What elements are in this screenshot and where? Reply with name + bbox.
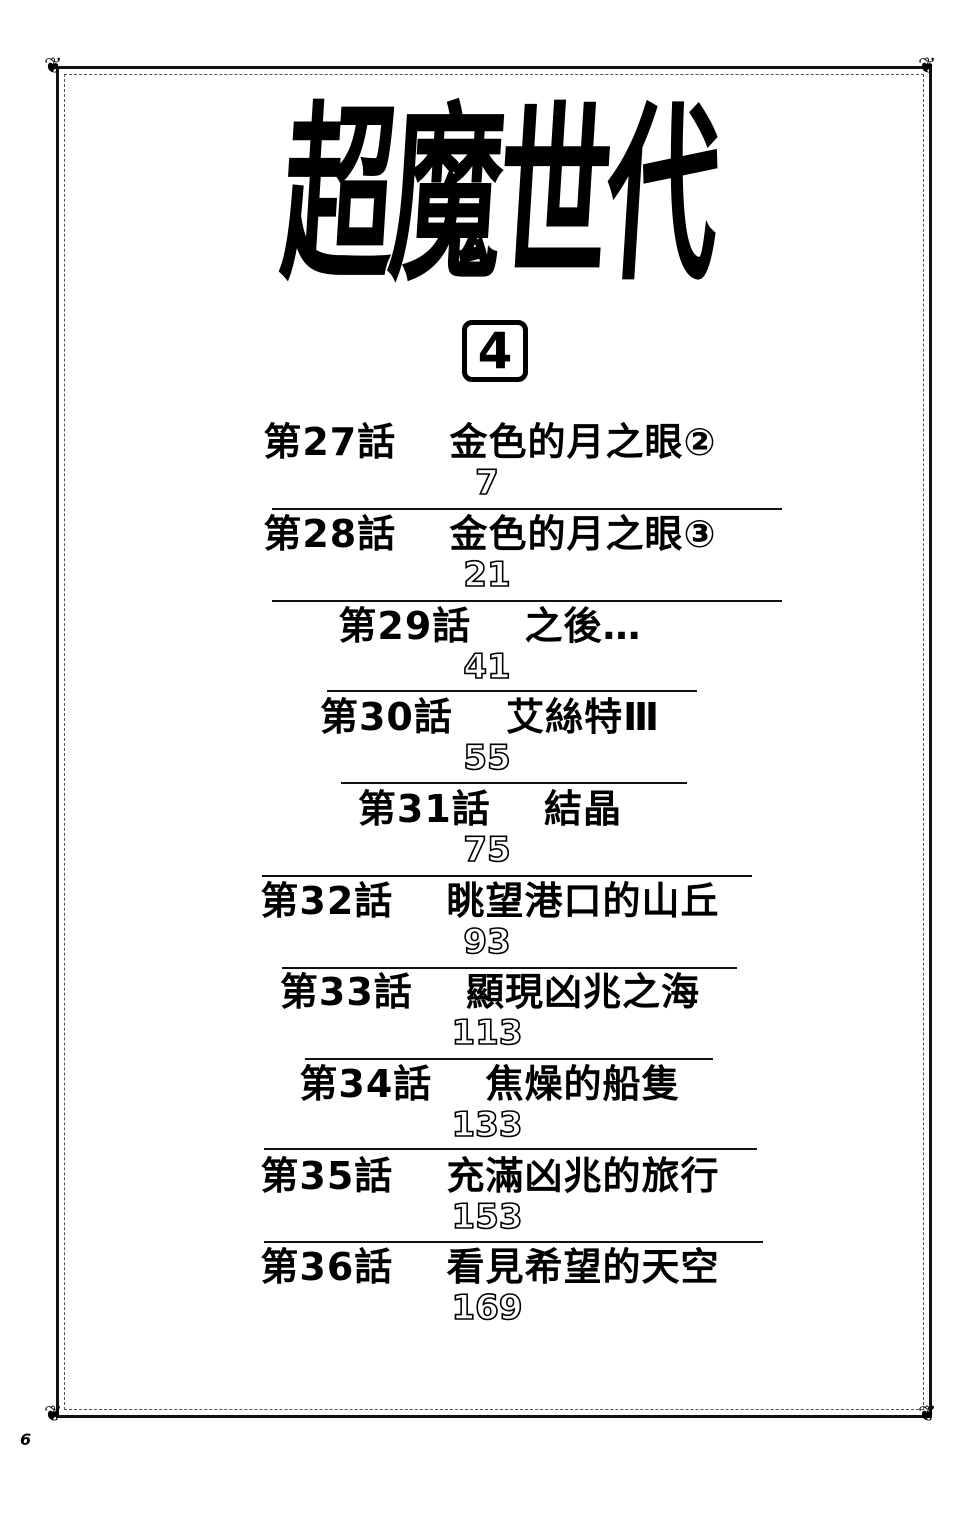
page-number: 41	[463, 647, 512, 687]
chapter-heading: 第27話 金色的月之眼②	[0, 420, 980, 464]
chapter-title: 焦燥的船隻	[485, 1062, 681, 1106]
chapter-heading: 第34話 焦燥的船隻	[0, 1062, 980, 1106]
page-number: 93	[463, 922, 512, 962]
divider	[282, 967, 737, 969]
chapter-number: 第34話	[299, 1062, 433, 1106]
page-number: 55	[463, 738, 512, 778]
chapter-heading: 第33話 顯現凶兆之海	[0, 970, 980, 1014]
chapter-title: 顯現凶兆之海	[466, 970, 701, 1014]
chapter-title: 艾絲特Ⅲ	[506, 695, 661, 739]
chapter-number: 第29話	[338, 604, 472, 648]
chapter-title: 眺望港口的山丘	[446, 879, 720, 923]
page-number: 75	[463, 830, 512, 870]
chapter-title: 結晶	[544, 787, 623, 831]
volume-number: 4	[462, 320, 528, 382]
chapter-title: 金色的月之眼③	[449, 512, 717, 556]
chapter-title: 看見希望的天空	[446, 1245, 720, 1289]
chapter-number: 第35話	[260, 1154, 394, 1198]
chapter-heading: 第28話 金色的月之眼③	[0, 512, 980, 556]
page-number: 113	[451, 1013, 524, 1053]
divider	[272, 508, 782, 510]
corner-ornament-icon: ❦	[44, 1402, 63, 1427]
chapter-heading: 第31話 結晶	[0, 787, 980, 831]
chapter-number: 第27話	[263, 420, 397, 464]
page-number: 21	[463, 555, 512, 595]
corner-ornament-icon: ❦	[918, 1402, 937, 1427]
chapter-number: 第33話	[279, 970, 413, 1014]
divider	[264, 1241, 763, 1243]
page-number: 7	[474, 463, 499, 503]
divider	[264, 1148, 757, 1150]
page-number: 133	[451, 1105, 524, 1145]
chapter-title: 金色的月之眼②	[449, 420, 717, 464]
chapter-number: 第28話	[263, 512, 397, 556]
divider	[272, 600, 782, 602]
chapter-heading: 第30話 艾絲特Ⅲ	[0, 695, 980, 739]
chapter-number: 第31話	[357, 787, 491, 831]
chapter-title: 之後…	[524, 604, 642, 648]
chapter-heading: 第35話 充滿凶兆的旅行	[0, 1154, 980, 1198]
divider	[305, 1058, 713, 1060]
chapter-number: 第30話	[319, 695, 453, 739]
divider	[341, 782, 687, 784]
chapter-heading: 第36話 看見希望的天空	[0, 1245, 980, 1289]
series-title: 超魔世代	[275, 84, 722, 308]
corner-ornament-icon: ❦	[918, 54, 937, 79]
toc-entry: 第29話 之後…41	[0, 604, 980, 687]
chapter-number: 第32話	[260, 879, 394, 923]
divider	[262, 875, 752, 877]
page-number: 153	[451, 1197, 524, 1237]
page-number: 169	[451, 1288, 524, 1328]
decorative-border-inner	[64, 74, 924, 1410]
chapter-heading: 第29話 之後…	[0, 604, 980, 648]
chapter-heading: 第32話 眺望港口的山丘	[0, 879, 980, 923]
decorative-border	[56, 66, 932, 1418]
chapter-number: 第36話	[260, 1245, 394, 1289]
chapter-title: 充滿凶兆的旅行	[446, 1154, 720, 1198]
corner-ornament-icon: ❦	[44, 54, 63, 79]
page-folio: 6	[20, 1430, 32, 1449]
divider	[327, 690, 697, 692]
